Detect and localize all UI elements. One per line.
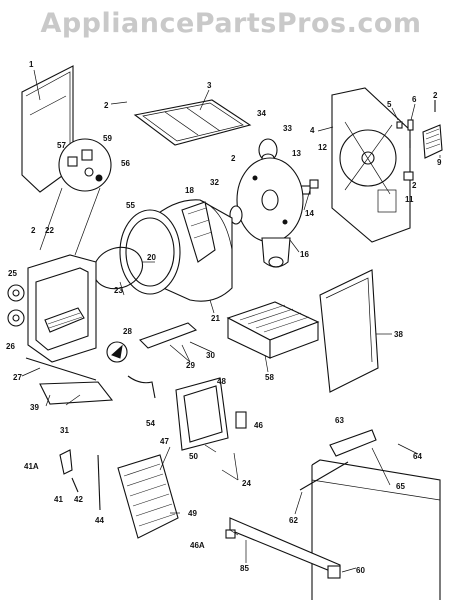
callout-22: 22: [45, 226, 54, 235]
callout-23: 23: [114, 286, 123, 295]
callout-49: 49: [188, 509, 197, 518]
control-inset: [39, 138, 112, 256]
idler-assembly: [106, 341, 128, 363]
drum: [119, 199, 233, 302]
callout-55: 55: [126, 201, 135, 210]
callout-31: 31: [60, 426, 69, 435]
callout-63: 63: [335, 416, 344, 425]
callout-58: 58: [265, 373, 274, 382]
callout-14: 14: [305, 209, 314, 218]
front-panel: [27, 254, 97, 363]
callout-47: 47: [160, 437, 169, 446]
callout-42: 42: [74, 495, 83, 504]
drum-bearing: [229, 205, 243, 225]
callout-64: 64: [413, 452, 422, 461]
callout-34: 34: [257, 109, 266, 118]
callout-59: 59: [103, 134, 112, 143]
callout-41: 41: [54, 495, 63, 504]
callout-1: 1: [29, 60, 34, 69]
callout-18: 18: [185, 186, 194, 195]
callout-21: 21: [211, 314, 220, 323]
callout-57: 57: [57, 141, 66, 150]
top-panel: [133, 99, 252, 146]
rear-panel: [331, 87, 411, 243]
callout-5: 5: [387, 100, 392, 109]
callout-2: 2: [104, 101, 109, 110]
wire-harness: [127, 375, 156, 399]
right-side-panel: [319, 269, 379, 393]
callout-85: 85: [240, 564, 249, 573]
base-rail: [299, 429, 441, 600]
callout-48: 48: [217, 377, 226, 386]
bottom-rail: [225, 517, 341, 579]
exhaust-vent: [422, 124, 443, 159]
callout-39: 39: [30, 403, 39, 412]
callout-labels: 1 2 3 4 5 6 2 9 57 59 56 55 34 33 2 32 1…: [6, 60, 442, 575]
callout-24: 24: [242, 479, 251, 488]
toe-panel: [25, 357, 114, 405]
callout-16: 16: [300, 250, 309, 259]
callout-29: 29: [186, 361, 195, 370]
callout-32: 32: [210, 178, 219, 187]
callout-9: 9: [437, 158, 442, 167]
access-door: [175, 377, 247, 451]
callout-62: 62: [289, 516, 298, 525]
callout-2: 2: [412, 181, 417, 190]
callout-3: 3: [207, 81, 212, 90]
heater-bracket: [138, 322, 198, 349]
callout-28: 28: [123, 327, 132, 336]
callout-2: 2: [31, 226, 36, 235]
service-panel: [117, 454, 179, 539]
callout-38: 38: [394, 330, 403, 339]
callout-60: 60: [356, 566, 365, 575]
callout-33: 33: [283, 124, 292, 133]
callout-6: 6: [412, 95, 417, 104]
rear-bulkhead: [236, 157, 304, 268]
callout-27: 27: [13, 373, 22, 382]
heater-element: [226, 301, 320, 359]
callout-41A: 41A: [24, 462, 39, 471]
callout-2: 2: [433, 91, 438, 100]
callout-2: 2: [231, 154, 236, 163]
callout-46A: 46A: [190, 541, 205, 550]
small-hardware: [59, 449, 101, 511]
callout-65: 65: [396, 482, 405, 491]
callout-30: 30: [206, 351, 215, 360]
callout-25: 25: [8, 269, 17, 278]
rear-hardware: [299, 100, 436, 195]
callout-12: 12: [318, 143, 327, 152]
callout-11: 11: [405, 195, 414, 204]
door-hinges: [7, 284, 25, 327]
watermark: AppliancePartsPros.com: [40, 8, 422, 39]
leader-lines: [21, 69, 441, 573]
callout-56: 56: [121, 159, 130, 168]
callout-20: 20: [147, 253, 156, 262]
callout-46: 46: [254, 421, 263, 430]
callout-26: 26: [6, 342, 15, 351]
callout-4: 4: [310, 126, 315, 135]
callout-50: 50: [189, 452, 198, 461]
callout-54: 54: [146, 419, 155, 428]
callout-44: 44: [95, 516, 104, 525]
callout-13: 13: [292, 149, 301, 158]
